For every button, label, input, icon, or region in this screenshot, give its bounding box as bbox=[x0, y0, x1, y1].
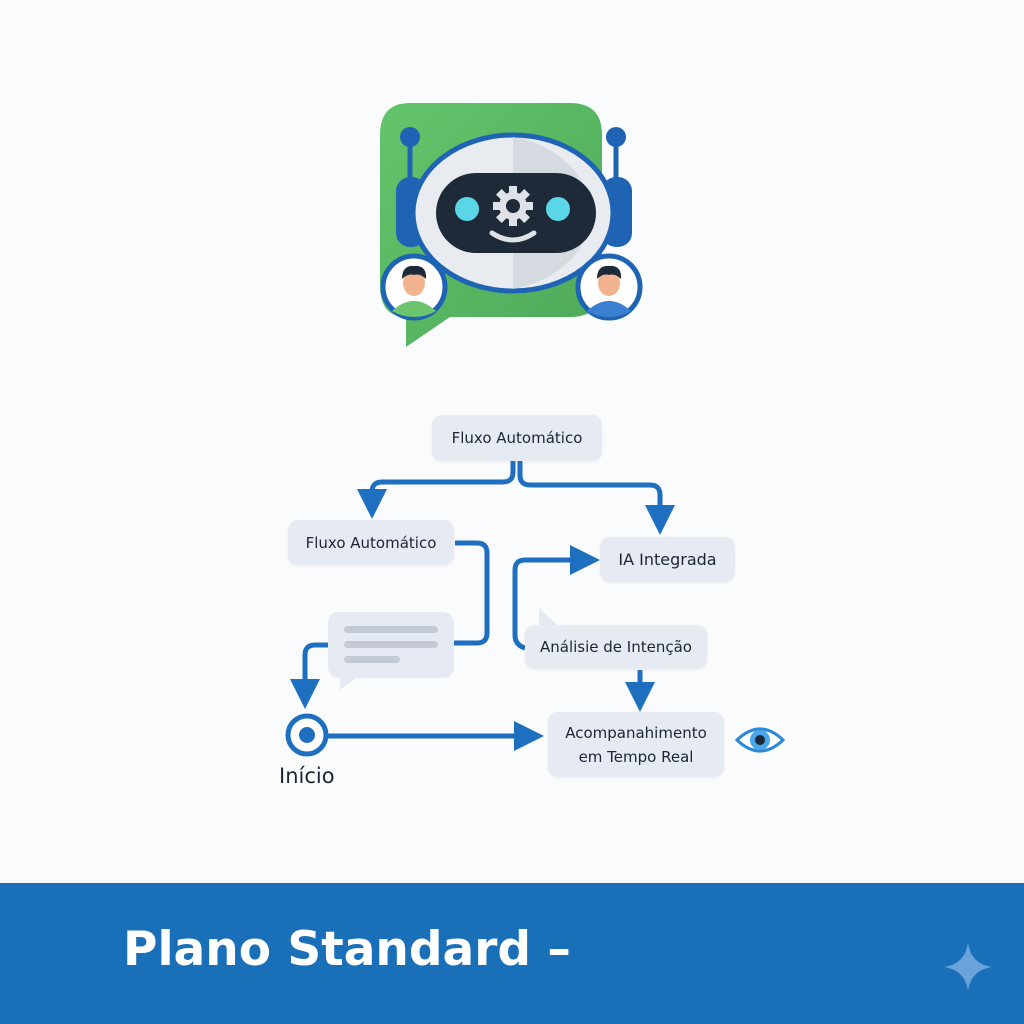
arrow-intent-to-ia bbox=[512, 545, 600, 651]
start-label: Início bbox=[279, 764, 335, 788]
node-label-line2: em Tempo Real bbox=[578, 747, 694, 766]
footer-banner bbox=[0, 883, 1024, 1024]
robot-smile bbox=[489, 230, 537, 243]
robot-eye-right bbox=[546, 197, 570, 221]
arrow-top-to-left bbox=[357, 461, 516, 519]
ia-integrada-node: IA Integrada bbox=[600, 537, 735, 582]
acompanhamento-node: Acompanahimento em Tempo Real bbox=[548, 712, 724, 777]
arrow-top-to-right bbox=[517, 461, 675, 535]
node-label: IA Integrada bbox=[618, 549, 717, 569]
flow-connectors bbox=[290, 461, 675, 751]
node-label: Fluxo Automático bbox=[451, 429, 583, 447]
left-node-fluxo-automatico: Fluxo Automático bbox=[288, 520, 454, 565]
sparkle-icon bbox=[944, 943, 992, 991]
top-node-fluxo-automatico: Fluxo Automático bbox=[432, 415, 602, 461]
user-avatar-right-icon bbox=[575, 253, 643, 321]
antenna-right-icon bbox=[606, 127, 626, 147]
start-node-icon bbox=[285, 713, 329, 757]
chat-message-icon bbox=[328, 612, 454, 690]
arrow-bubble-to-start bbox=[290, 642, 328, 709]
eye-icon bbox=[734, 727, 786, 753]
node-label-line1: Acompanahimento bbox=[565, 723, 707, 742]
plan-title: Plano Standard – bbox=[123, 922, 571, 977]
robot-eye-left bbox=[455, 197, 479, 221]
antenna-left-icon bbox=[400, 127, 420, 147]
user-avatar-left-icon bbox=[380, 253, 448, 321]
node-label: Análisie de Intenção bbox=[540, 638, 692, 656]
gear-icon bbox=[493, 186, 533, 226]
node-label: Fluxo Automático bbox=[305, 533, 437, 552]
connector-left-node-to-bubble bbox=[452, 540, 490, 646]
robot-chat-logo bbox=[380, 103, 643, 347]
intent-bubble-tail bbox=[539, 608, 561, 628]
analise-intencao-node: Análisie de Intenção bbox=[525, 625, 707, 669]
